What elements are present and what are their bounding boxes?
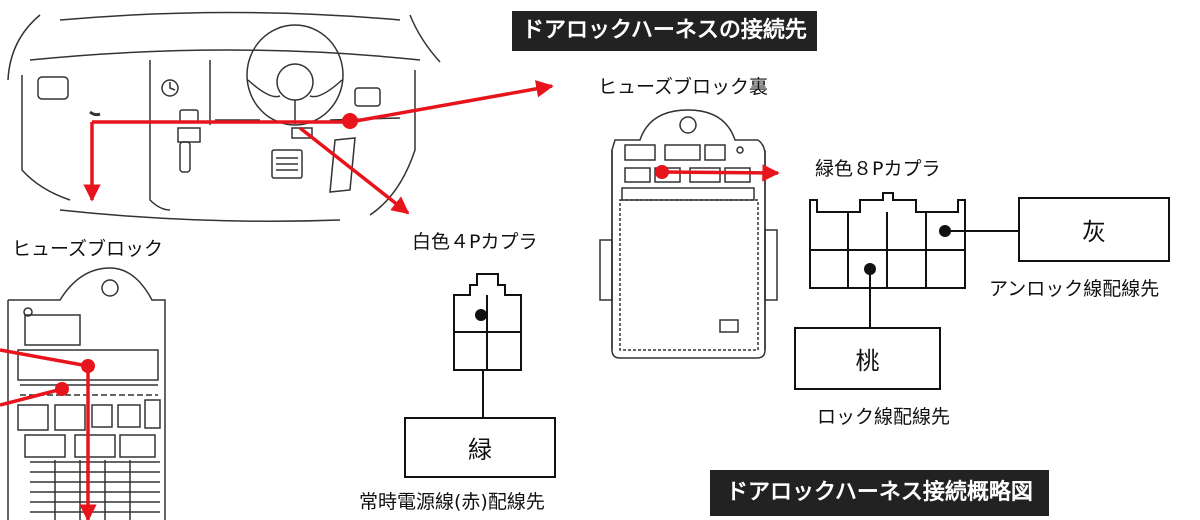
green-coupler-pin-dot-pink — [864, 263, 876, 275]
fuse-back-junction-dot — [655, 165, 669, 179]
route-points — [55, 113, 669, 396]
green-coupler-pin-dot-gray — [939, 225, 951, 237]
green-wire-caption: 常時電源線(赤)配線先 — [359, 491, 545, 513]
fuse-block-label: ヒューズブロック — [12, 238, 164, 260]
routing-arrows — [0, 80, 780, 520]
pink-wire-caption: ロック線配線先 — [817, 406, 951, 428]
white-4p-coupler — [453, 273, 522, 417]
gray-wire-caption: アンロック線配線先 — [989, 278, 1160, 300]
white-coupler-pin-dot — [475, 309, 487, 321]
green-8p-coupler — [809, 192, 1018, 328]
fuse-block-back-illustration — [599, 109, 778, 359]
gray-wire-box: 灰 — [1018, 197, 1170, 262]
green-wire-box: 緑 — [404, 417, 556, 478]
fuse-junction-dot-lower — [55, 382, 69, 396]
main-title-banner: ドアロックハーネスの接続先 — [512, 11, 817, 51]
green-coupler-label: 緑色８Pカプラ — [815, 158, 941, 180]
fuse-junction-dot-upper — [81, 359, 95, 373]
fuse-block-back-label: ヒューズブロック裏 — [598, 76, 769, 98]
pink-wire-box: 桃 — [794, 327, 941, 390]
schematic-title-banner: ドアロックハーネス接続概略図 — [710, 470, 1049, 516]
dashboard-junction-dot — [342, 113, 358, 129]
white-coupler-label: 白色４Pカプラ — [412, 231, 538, 253]
dashboard-illustration — [7, 11, 441, 222]
